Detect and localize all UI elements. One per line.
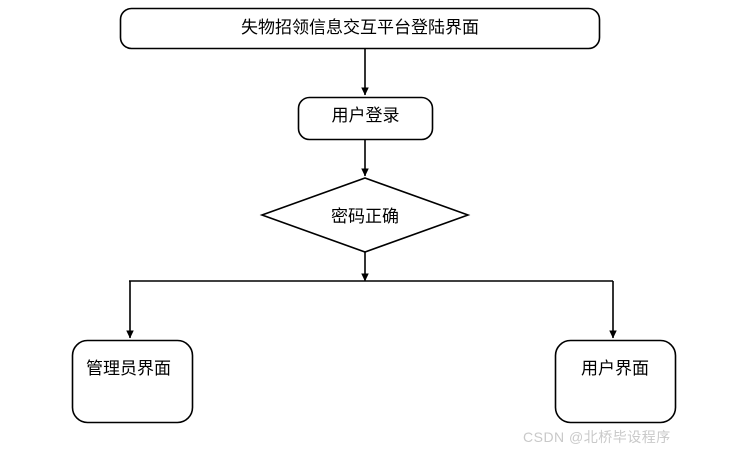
csdn-watermark: CSDN @北桥毕设程序 <box>523 429 671 445</box>
node-login-label: 用户登录 <box>331 106 400 125</box>
node-user-label: 用户界面 <box>581 359 649 378</box>
node-admin-label: 管理员界面 <box>86 359 171 378</box>
node-user-shape[interactable] <box>554 339 677 424</box>
node-title-label: 失物招领信息交互平台登陆界面 <box>241 18 479 37</box>
node-decision-label: 密码正确 <box>331 207 399 226</box>
node-admin-shape[interactable] <box>71 339 194 424</box>
node-title-shape[interactable] <box>119 7 601 50</box>
